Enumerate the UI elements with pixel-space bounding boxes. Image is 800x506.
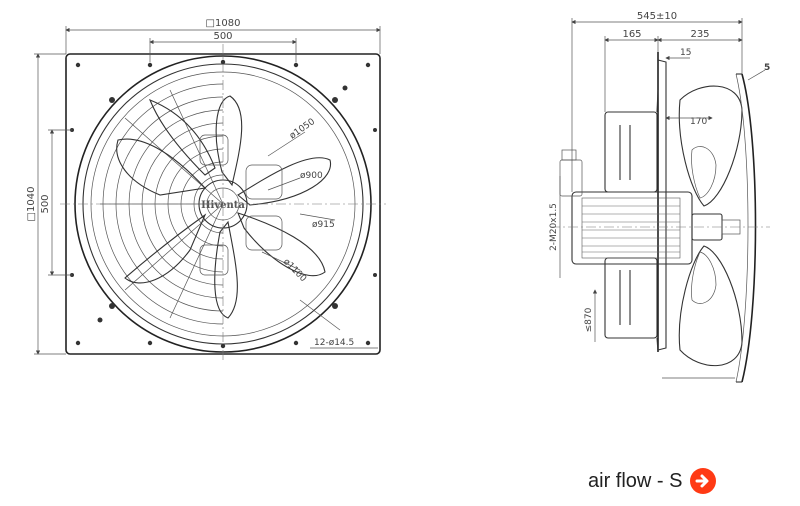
fan-blades-left [116, 99, 216, 284]
arrow-right-circle-icon [690, 468, 717, 494]
dim-overall-width: □1080 [206, 18, 241, 29]
mounting-holes [70, 59, 377, 349]
dim-motor-depth: 165 [622, 29, 641, 40]
dim-max-diameter: ≤870 [584, 307, 594, 332]
side-blades [678, 85, 743, 367]
motor-bracket [604, 89, 659, 353]
side-dimensions [559, 18, 766, 379]
dim-offset: 15 [680, 48, 691, 58]
dim-hole-spacing-vertical: 500 [40, 194, 51, 213]
dim-total-depth: 545±10 [637, 11, 677, 22]
dim-mounting-holes: 12-ø14.5 [314, 338, 354, 348]
dim-dia-1050: ø1050 [288, 117, 317, 142]
dim-hole-spacing-horizontal: 500 [213, 31, 232, 42]
dim-dia-915: ø915 [312, 220, 335, 230]
airflow-caption: air flow - S [588, 466, 717, 496]
dim-dia-1100: ø1100 [281, 257, 308, 284]
side-guard [735, 73, 757, 383]
front-view: Hiventa [26, 18, 386, 362]
dim-overall-height: □1040 [26, 187, 37, 222]
guard-grille [100, 83, 224, 325]
callout-5: 5 [764, 63, 770, 73]
fan-blades-right [199, 95, 332, 319]
dim-dia-900: ø900 [300, 171, 323, 181]
dim-cable-gland: 2-M20x1.5 [549, 203, 559, 251]
motor-body [559, 149, 741, 265]
dim-blade: 170 [690, 117, 707, 127]
airflow-label: air flow - S [588, 469, 683, 492]
side-view: 545±10 165 235 15 170 2-M20x1.5 ≤870 5 [549, 11, 770, 383]
front-dimensions [34, 26, 381, 355]
hub-logo: Hiventa [201, 200, 245, 211]
dim-front-depth: 235 [690, 29, 709, 40]
